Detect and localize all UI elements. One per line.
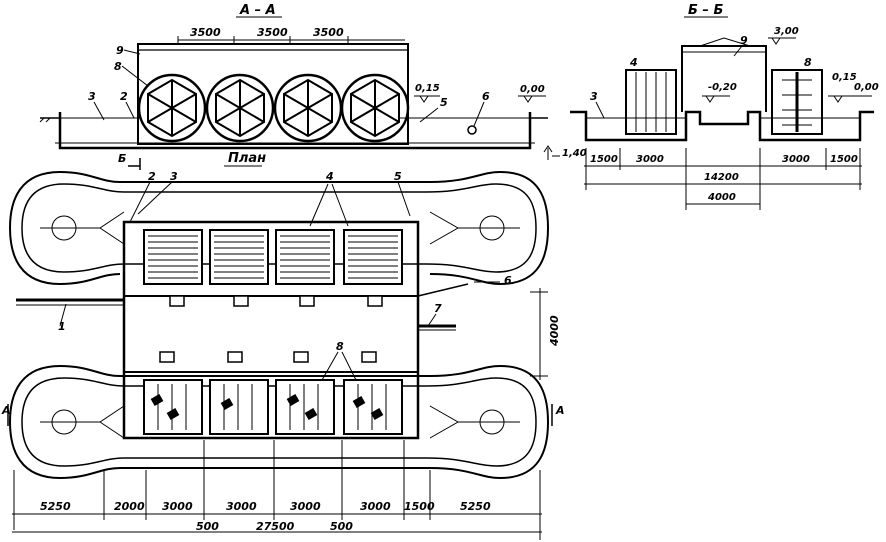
plan-callout-5: 5	[394, 170, 402, 183]
plan-callout-4: 4	[325, 170, 334, 183]
plan-callout-2: 2	[148, 170, 156, 183]
bb-level-water: 0,15	[832, 72, 857, 83]
aerator-wheel	[340, 73, 410, 143]
section-marker-b: Б	[118, 152, 141, 170]
aerator-wheel	[273, 73, 343, 143]
bb-callout-4: 4	[629, 56, 638, 69]
section-bb-title: Б – Б	[688, 3, 723, 18]
bb-dim-total: 14200	[704, 172, 739, 183]
bb-level-floor: -0,20	[708, 82, 737, 93]
plan-dim-3000-3: 3000	[290, 500, 321, 513]
bb-dim-left-tank: 3000	[636, 154, 664, 165]
bb-dim-right-edge: 1500	[830, 154, 858, 165]
section-marker-a-left: А	[1, 404, 11, 417]
plan-view: План	[1, 151, 565, 540]
aerator-wheel	[205, 73, 275, 143]
bb-callout-3: 3	[590, 90, 598, 103]
plan-callout-1: 1	[58, 320, 66, 333]
plan-callout-8: 8	[336, 340, 344, 353]
rotor-module-row-upper	[143, 229, 403, 307]
bb-dim-right-tank: 3000	[782, 154, 810, 165]
plan-callout-6: 6	[504, 274, 512, 287]
bb-callout-8: 8	[804, 56, 812, 69]
plan-dim-27500: 27500	[256, 520, 295, 533]
plan-callout-7: 7	[434, 302, 442, 315]
rotor-module-row-lower	[143, 351, 403, 435]
aa-callout-3: 3	[88, 90, 96, 103]
aa-level-bottom: 1,40	[562, 148, 587, 159]
aa-callout-9: 9	[116, 44, 124, 57]
aa-callout-6: 6	[482, 90, 490, 103]
aa-callout-2: 2	[120, 90, 128, 103]
aerator-wheel	[137, 73, 207, 143]
aa-dim-3: 3500	[313, 26, 344, 39]
plan-dim-1500: 1500	[404, 500, 435, 513]
aa-dim-1: 3500	[190, 26, 221, 39]
plan-title: План	[228, 151, 266, 166]
plan-dim-3000-1: 3000	[162, 500, 193, 513]
aa-level-top: 0,00	[520, 84, 545, 95]
section-bb: Б – Б 3 4 9 8 3,00 -0,20 0,15	[570, 3, 879, 210]
section-marker-a-right: А	[555, 404, 565, 417]
plan-dim-3000-4: 3000	[360, 500, 391, 513]
plan-dim-5250-left: 5250	[40, 500, 71, 513]
section-aa-elevation: А – А 3500 3500 3500	[39, 3, 587, 160]
aa-callout-5: 5	[440, 96, 448, 109]
aa-dim-2: 3500	[257, 26, 288, 39]
bb-level-roof: 3,00	[774, 26, 799, 37]
aa-callout-8: 8	[114, 60, 122, 73]
bb-level-top: 0,00	[854, 82, 879, 93]
bb-callout-9: 9	[740, 34, 748, 47]
bb-dim-corridor: 4000	[707, 192, 736, 203]
svg-text:Б: Б	[118, 152, 126, 165]
aa-level-water: 0,15	[415, 83, 440, 94]
section-aa-title: А – А	[239, 3, 276, 18]
plan-dim-2000: 2000	[114, 500, 145, 513]
plan-dim-500-left: 500	[196, 520, 219, 533]
plan-dim-500-right: 500	[330, 520, 353, 533]
plan-dim-3000-2: 3000	[226, 500, 257, 513]
bb-dim-left-edge: 1500	[590, 154, 618, 165]
plan-dim-5250-right: 5250	[460, 500, 491, 513]
plan-callout-3: 3	[170, 170, 178, 183]
plan-dim-4000: 4000	[548, 315, 561, 347]
